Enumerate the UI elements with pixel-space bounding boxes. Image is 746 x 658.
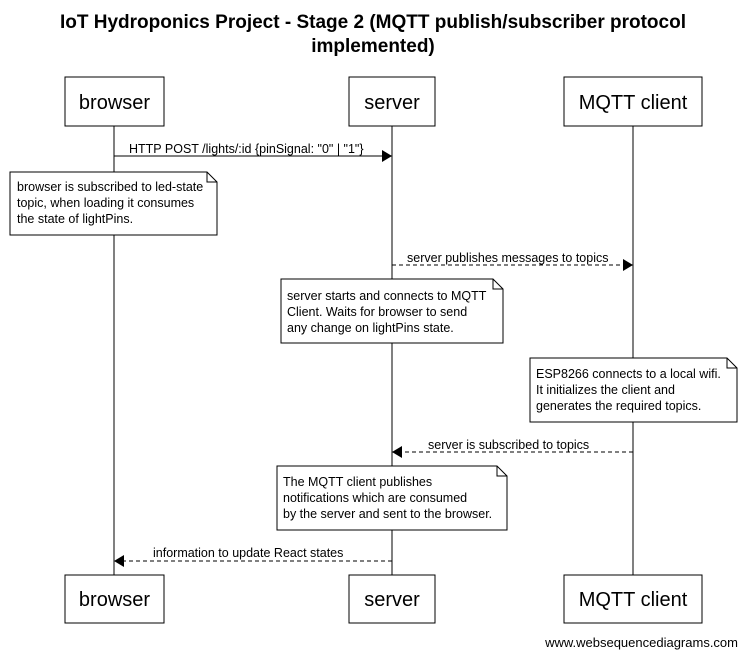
footer-watermark: www.websequencediagrams.com <box>544 635 738 650</box>
note-esp8266-line-3: generates the required topics. <box>536 399 701 413</box>
note-mqtt-client-publishes: The MQTT client publishes notifications … <box>276 465 508 531</box>
note-server-starts: server starts and connects to MQTT Clien… <box>280 278 504 344</box>
note-browser-line-1: browser is subscribed to led-state <box>17 180 203 194</box>
participant-server-top: server <box>348 76 436 127</box>
note-mqtt-line-1: The MQTT client publishes <box>283 475 432 489</box>
note-server-line-1: server starts and connects to MQTT <box>287 289 487 303</box>
diagram-title-line-1: IoT Hydroponics Project - Stage 2 (MQTT … <box>60 12 686 33</box>
note-browser-line-3: the state of lightPins. <box>17 212 133 226</box>
diagram-title-line-2: implemented) <box>311 36 435 57</box>
note-server-line-3: any change on lightPins state. <box>287 321 454 335</box>
participant-server-bottom-label: server <box>364 589 420 611</box>
participant-server-label: server <box>364 92 420 114</box>
note-mqtt-line-2: notifications which are consumed <box>283 491 467 505</box>
participant-mqtt-client-label: MQTT client <box>579 92 688 114</box>
note-server-line-2: Client. Waits for browser to send <box>287 305 467 319</box>
message-server-publishes-label: server publishes messages to topics <box>407 251 608 265</box>
message-update-react-states-label: information to update React states <box>153 546 343 560</box>
note-mqtt-line-3: by the server and sent to the browser. <box>283 507 492 521</box>
note-esp8266-connects: ESP8266 connects to a local wifi. It ini… <box>529 357 738 423</box>
participant-browser-bottom-label: browser <box>79 589 150 611</box>
participant-mqtt-client-top: MQTT client <box>563 76 703 127</box>
message-http-post-label: HTTP POST /lights/:id {pinSignal: "0" | … <box>129 142 364 156</box>
message-server-subscribed: server is subscribed to topics <box>392 438 633 458</box>
message-update-react-states: information to update React states <box>114 546 392 567</box>
message-server-publishes: server publishes messages to topics <box>392 251 633 271</box>
participant-mqtt-client-bottom-label: MQTT client <box>579 589 688 611</box>
message-http-post: HTTP POST /lights/:id {pinSignal: "0" | … <box>114 142 392 162</box>
participant-browser-label: browser <box>79 92 150 114</box>
note-esp8266-line-1: ESP8266 connects to a local wifi. <box>536 367 721 381</box>
participant-server-bottom: server <box>348 574 436 624</box>
participant-browser-top: browser <box>64 76 165 127</box>
participant-browser-bottom: browser <box>64 574 165 624</box>
participant-mqtt-client-bottom: MQTT client <box>563 574 703 624</box>
message-server-subscribed-label: server is subscribed to topics <box>428 438 589 452</box>
note-esp8266-line-2: It initializes the client and <box>536 383 675 397</box>
note-browser-subscribed: browser is subscribed to led-state topic… <box>9 171 218 236</box>
note-browser-line-2: topic, when loading it consumes <box>17 196 194 210</box>
